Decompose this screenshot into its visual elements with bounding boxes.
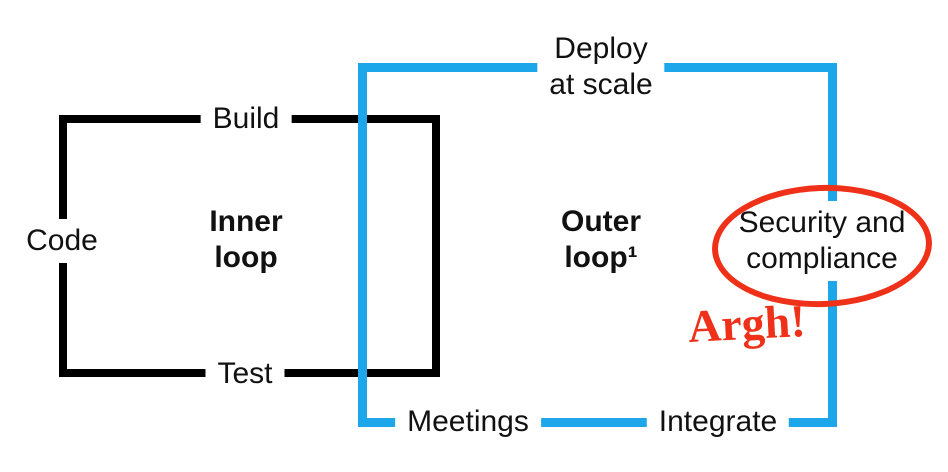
outer-loop-left-edge: [358, 63, 367, 427]
security-compliance-line1: Security and: [738, 206, 906, 239]
inner-loop-title: Inner loop: [209, 204, 282, 276]
meetings-label: Meetings: [395, 400, 541, 444]
deploy-at-scale-line2: at scale: [549, 68, 653, 101]
deploy-at-scale-line1: Deploy: [554, 32, 648, 65]
security-compliance-line2: compliance: [746, 242, 898, 275]
outer-loop-title: Outer loop¹: [561, 204, 641, 276]
inner-loop-title-line1: Inner: [209, 205, 283, 238]
outer-loop-title-line2: loop¹: [564, 241, 638, 274]
outer-loop-bottom-edge: [358, 418, 837, 427]
inner-loop-right-edge: [432, 115, 440, 377]
inner-loop-title-line2: loop: [214, 241, 278, 274]
test-label: Test: [205, 352, 285, 396]
integrate-label: Integrate: [646, 400, 790, 444]
deploy-at-scale-label: Deploy at scale: [537, 27, 665, 107]
outer-loop-title-line1: Outer: [560, 205, 642, 238]
security-compliance-label: Security and compliance: [726, 201, 918, 281]
code-label: Code: [14, 219, 110, 263]
argh-annotation: Argh!: [686, 294, 807, 353]
build-label: Build: [200, 97, 292, 141]
